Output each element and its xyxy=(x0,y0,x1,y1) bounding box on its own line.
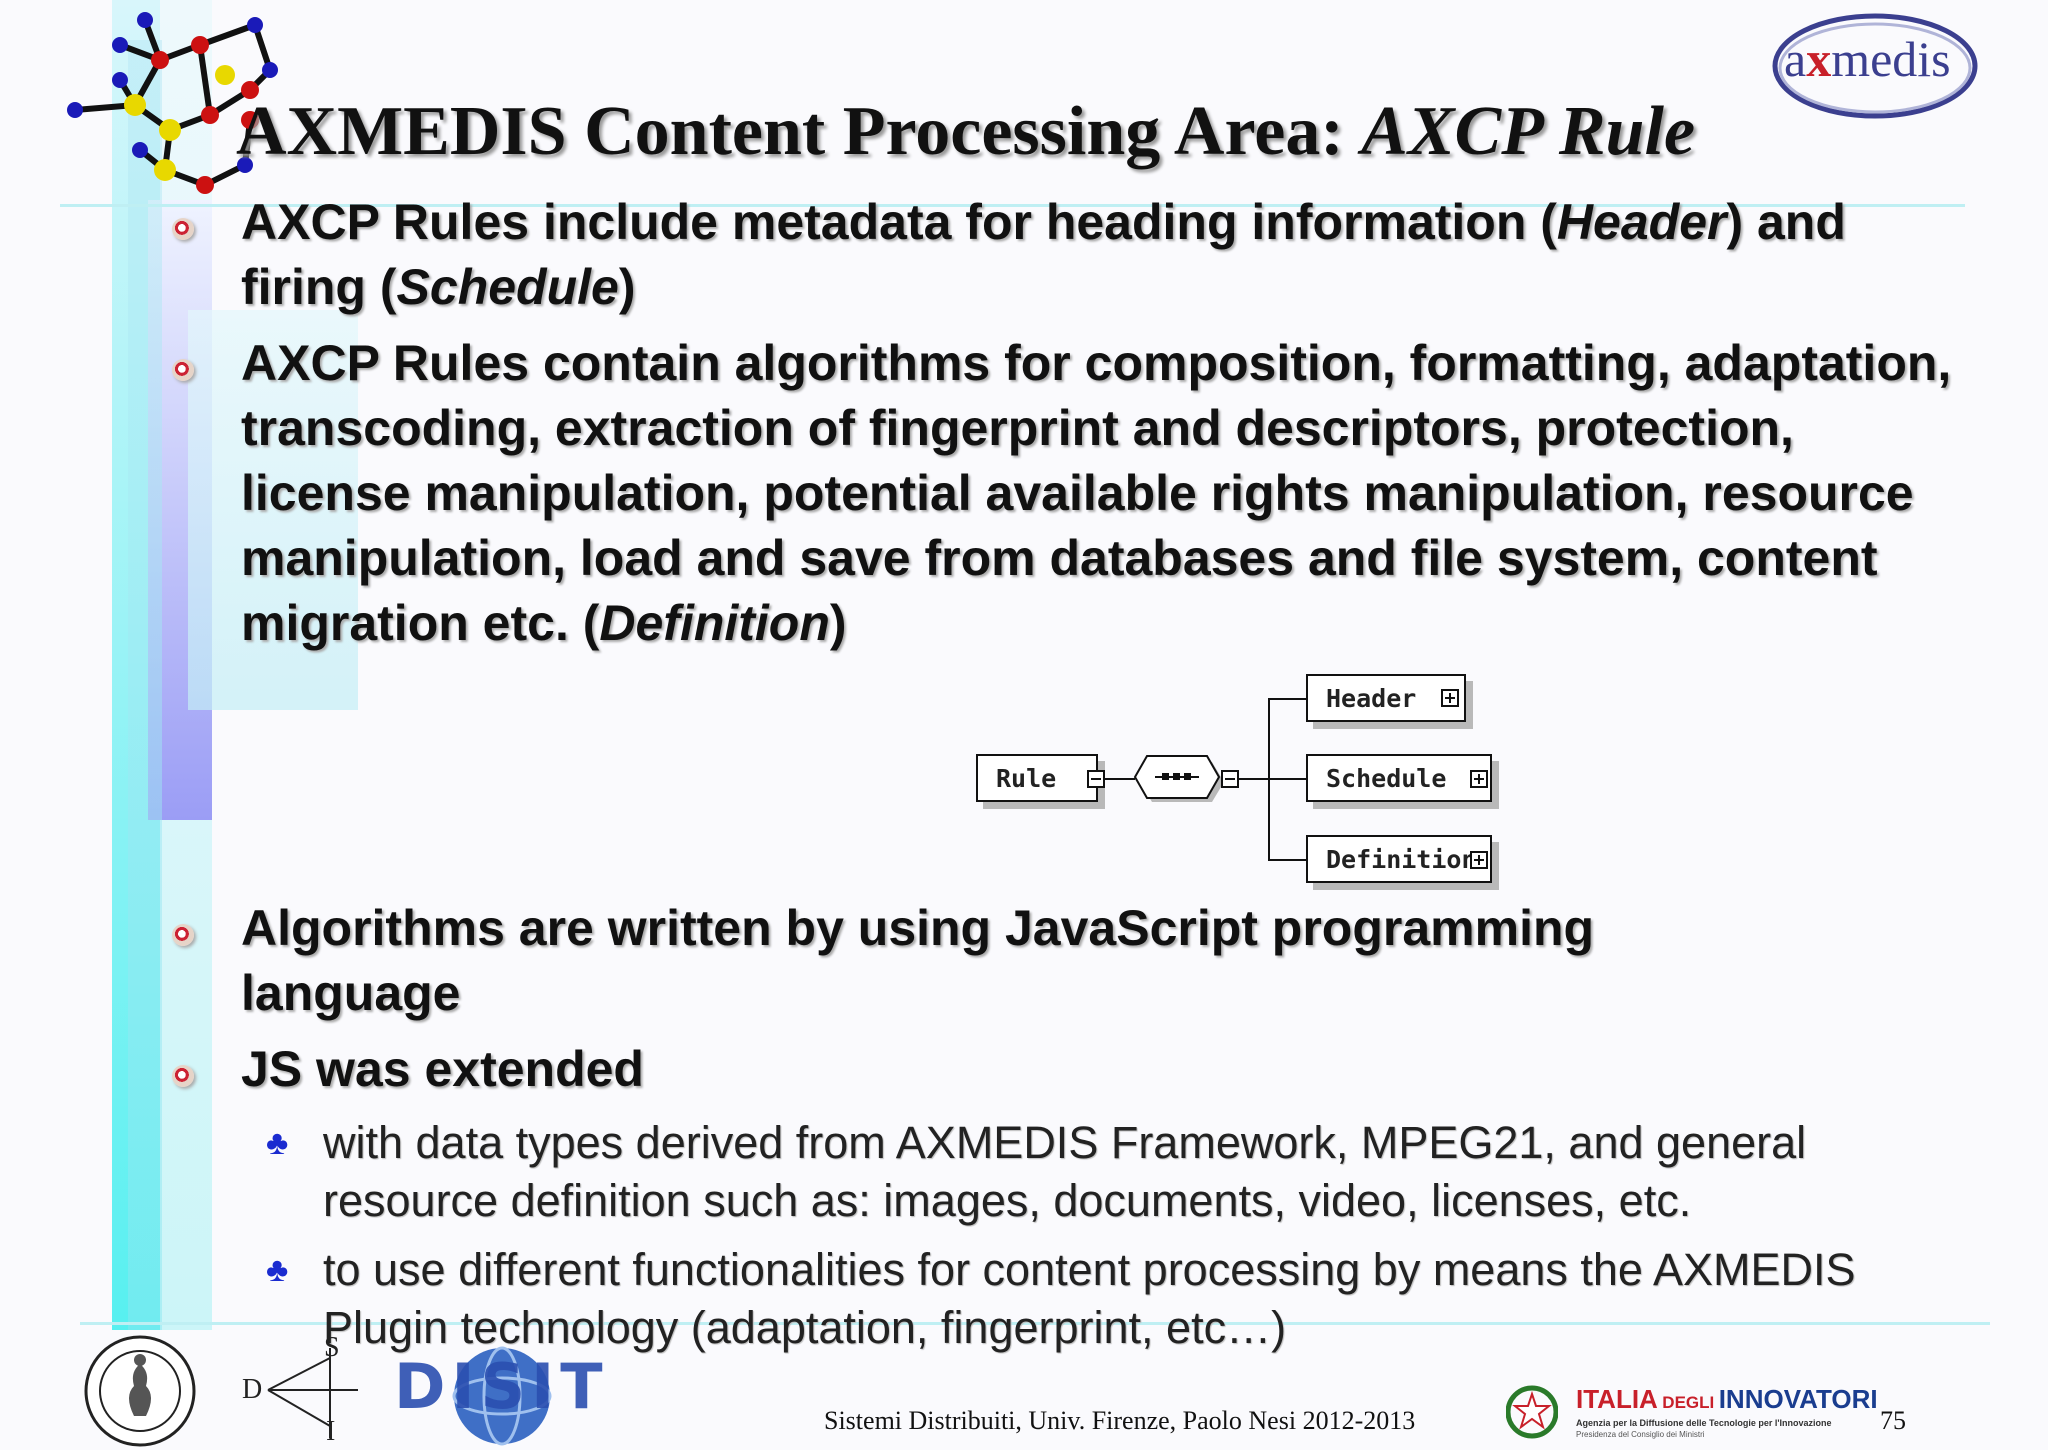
bullet-marker xyxy=(172,924,194,946)
bullet-text-definition: AXCP Rules contain algorithms for compos… xyxy=(241,331,1976,656)
bullet-3-text: Algorithms are written by using JavaScri… xyxy=(241,900,1595,1021)
innovatori-word-italia: ITALIA xyxy=(1576,1384,1658,1414)
dsi-logo: D S I xyxy=(240,1332,360,1447)
innovatori-title: ITALIA DEGLI INNOVATORI xyxy=(1576,1384,1878,1415)
bullet-1-italic-schedule: Schedule xyxy=(396,259,619,315)
diagram-connector xyxy=(1268,778,1306,780)
disit-logo: DISIT xyxy=(394,1344,624,1446)
bullet-1-part: AXCP Rules include metadata for heading … xyxy=(241,194,1557,250)
expand-icon[interactable] xyxy=(1470,770,1488,788)
diagram-connector xyxy=(1105,778,1135,780)
innovatori-subtitle-2: Presidenza del Consiglio dei Ministri xyxy=(1576,1430,1705,1439)
bullet-text-js-extended: JS was extended xyxy=(241,1037,1941,1102)
sub-bullet-2-text: to use different functionalities for con… xyxy=(323,1244,1856,1353)
expand-icon[interactable] xyxy=(1470,851,1488,869)
logo-text: axmedis xyxy=(1784,30,1951,88)
title-divider xyxy=(60,204,1965,207)
dsi-letter-d: D xyxy=(242,1374,263,1405)
bullet-1-part: ) and firing ( xyxy=(241,194,1846,315)
diagram-connector xyxy=(1239,778,1269,780)
bullet-text-header-schedule: AXCP Rules include metadata for heading … xyxy=(241,190,1941,320)
sequence-compositor-icon xyxy=(1133,755,1224,802)
diagram-node-definition: Definition xyxy=(1306,835,1492,883)
diagram-connector xyxy=(1268,859,1306,861)
collapse-icon[interactable] xyxy=(1087,770,1105,788)
slide-title-plain: AXMEDIS Content Processing Area: xyxy=(236,93,1362,170)
bullet-4-text: JS was extended xyxy=(241,1041,644,1097)
italia-innovatori-logo: ITALIA DEGLI INNOVATORI Agenzia per la D… xyxy=(1506,1384,1878,1444)
molecule-image xyxy=(67,12,278,194)
axmedis-logo: axmedis xyxy=(1770,6,1980,119)
bullet-marker xyxy=(172,218,194,240)
club-bullet-icon: ♣ xyxy=(266,1124,289,1162)
dsi-letter-s: S xyxy=(324,1332,340,1363)
diagram-label-rule: Rule xyxy=(996,763,1057,793)
decorative-bar-blue xyxy=(128,40,162,1330)
diagram-label-definition: Definition xyxy=(1326,844,1477,874)
collapse-icon[interactable] xyxy=(1221,770,1239,788)
dsi-lines xyxy=(267,1348,358,1438)
diagram-node-rule: Rule xyxy=(976,754,1098,802)
bullet-marker xyxy=(172,359,194,381)
sub-bullet-1-text: with data types derived from AXMEDIS Fra… xyxy=(323,1117,1807,1226)
logo-text-x: x xyxy=(1806,31,1832,87)
bullet-1-italic-header: Header xyxy=(1556,194,1727,250)
page-number: 75 xyxy=(1880,1406,1906,1435)
bullet-2-italic-definition: Definition xyxy=(599,595,830,651)
diagram-label-header: Header xyxy=(1326,683,1417,713)
logo-text-a: a xyxy=(1784,31,1807,87)
disit-globe xyxy=(452,1346,552,1446)
innovatori-subtitle: Agenzia per la Diffusione delle Tecnolog… xyxy=(1576,1418,1832,1428)
sub-bullet-data-types: with data types derived from AXMEDIS Fra… xyxy=(323,1114,1963,1230)
bullet-1-part: ) xyxy=(618,259,636,315)
bullet-marker xyxy=(172,1065,194,1087)
footer-divider xyxy=(80,1322,1990,1325)
italian-emblem-icon xyxy=(1506,1385,1558,1439)
expand-icon[interactable] xyxy=(1441,689,1459,707)
slide-title: AXMEDIS Content Processing Area: AXCP Ru… xyxy=(236,92,1695,172)
decorative-panel xyxy=(188,310,358,710)
disit-text: DISIT xyxy=(394,1350,609,1423)
bullet-2-part: AXCP Rules contain algorithms for compos… xyxy=(241,335,1952,651)
diagram-node-header: Header xyxy=(1306,674,1466,722)
diagram-label-schedule: Schedule xyxy=(1326,763,1447,793)
innovatori-word-innovatori: INNOVATORI xyxy=(1718,1384,1878,1414)
innovatori-word-degli: DEGLI xyxy=(1662,1393,1715,1412)
diagram-node-schedule: Schedule xyxy=(1306,754,1492,802)
slide-title-italic: AXCP Rule xyxy=(1361,93,1696,170)
logo-swoosh xyxy=(1772,13,1978,119)
sub-bullet-plugin: to use different functionalities for con… xyxy=(323,1241,1963,1357)
logo-text-medis: medis xyxy=(1831,31,1951,87)
university-seal-logo xyxy=(84,1335,196,1447)
dsi-letter-i: I xyxy=(326,1416,336,1447)
footer-text: Sistemi Distribuiti, Univ. Firenze, Paol… xyxy=(824,1406,1416,1435)
bullet-text-javascript: Algorithms are written by using JavaScri… xyxy=(241,896,1801,1026)
diagram-connector xyxy=(1268,698,1306,700)
club-bullet-icon: ♣ xyxy=(266,1251,289,1289)
bullet-2-part: ) xyxy=(829,595,847,651)
